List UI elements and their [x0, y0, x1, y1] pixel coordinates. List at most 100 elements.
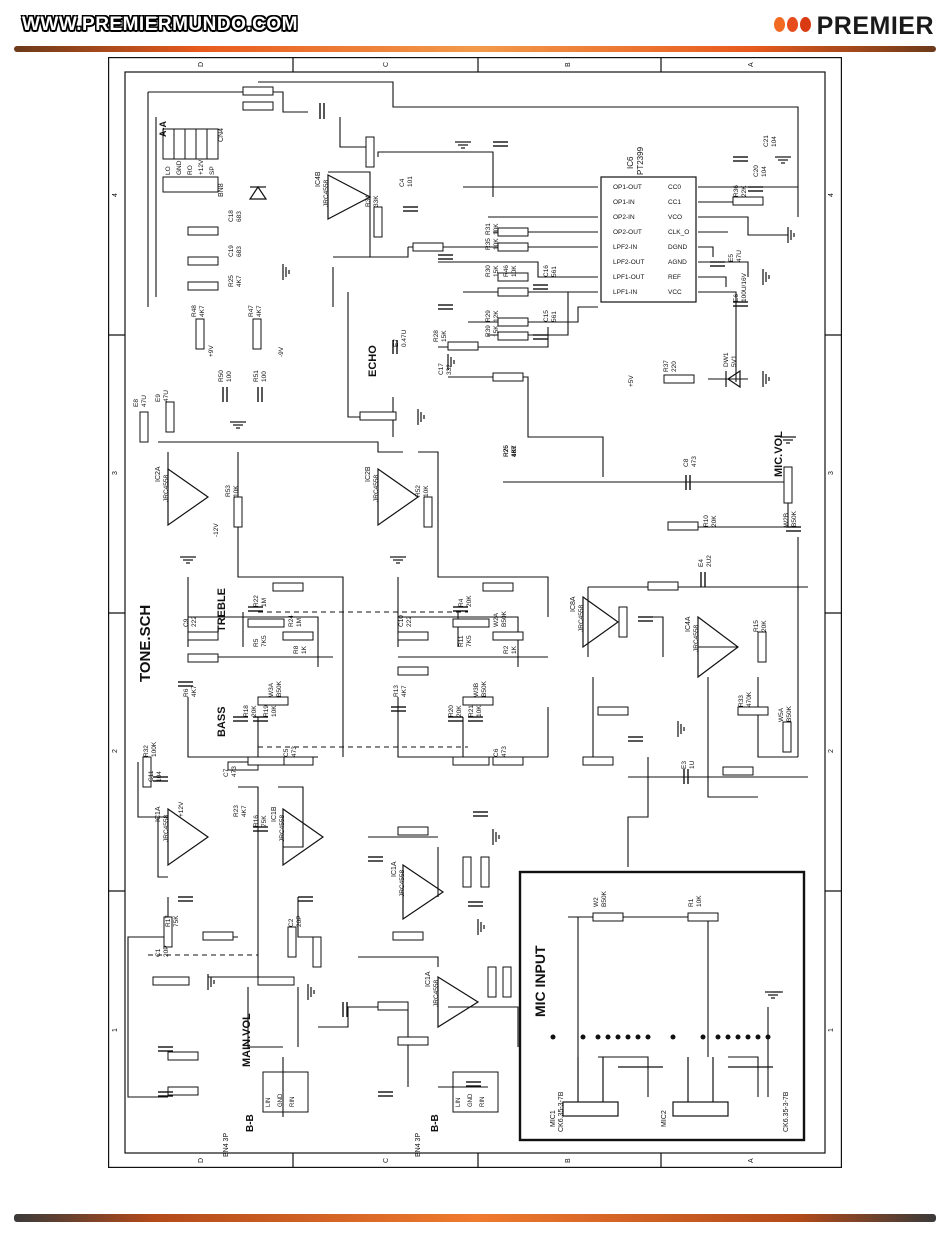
frame-col-label-top: A — [748, 62, 755, 67]
component-ref: R10 — [703, 515, 710, 527]
mic-jack-symbols — [562, 1057, 773, 1117]
schematic-wiring — [127, 81, 808, 1117]
footer-divider-bar — [14, 1214, 936, 1222]
ic6-right-pin-2: CC1 — [668, 199, 681, 206]
ic6-left-pin-1: OP1-OUT — [613, 184, 642, 191]
component-ref: R34 — [365, 195, 372, 207]
opamp-part: JRC4558 — [399, 870, 406, 897]
opamp-name: IC1A — [155, 806, 162, 822]
component-ref: R19 — [263, 705, 270, 717]
component-value: 75K — [261, 815, 268, 827]
component-ref: R11 — [458, 635, 465, 647]
bn8-header — [162, 176, 219, 193]
component-value: 20P — [163, 945, 170, 957]
ic6-right-pin-5: DGND — [668, 244, 687, 251]
ic6-right-pin-8: VCC — [668, 289, 682, 296]
label-bb-right: B-B — [430, 1114, 441, 1132]
frame-col-label-bottom: B — [565, 1158, 572, 1163]
component-value: 4K7 — [401, 685, 408, 697]
opamp-part: JRC4558 — [433, 980, 440, 1007]
bb-right-pin-label: GND — [468, 1093, 474, 1107]
component-value: 473 — [691, 456, 698, 467]
frame-row-label-right: 4 — [828, 193, 835, 197]
component-ref: R6 — [183, 688, 190, 697]
component-ref: R32 — [143, 745, 150, 757]
component-ref: C21 — [763, 135, 770, 147]
rail-label: +12V — [178, 801, 185, 817]
component-value: 20K — [466, 595, 473, 607]
component-value: 470K — [746, 691, 753, 707]
component-ref: W5A — [778, 707, 785, 722]
component-value: 332 — [446, 364, 453, 375]
bb-left-pin-label: LIN — [266, 1098, 272, 1107]
opamp-part: JRC4558 — [578, 605, 585, 632]
component-ref: R31 — [485, 223, 492, 235]
connector-symbols — [162, 128, 499, 1113]
connector-cn4: CN4 — [218, 128, 225, 142]
component-value: 10K — [423, 485, 430, 497]
component-ref: R39 — [485, 325, 492, 337]
component-value: 22K — [741, 185, 748, 197]
connector-mic2: MIC2 — [661, 1110, 668, 1127]
component-value: B50K — [601, 890, 608, 907]
opamp-part: JRC4558 — [693, 625, 700, 652]
label-echo: ECHO — [367, 345, 379, 377]
label-treble: TREBLE — [216, 588, 228, 632]
component-value: 15K — [493, 265, 500, 277]
component-ref: R23 — [233, 805, 240, 817]
ic6-left-pin-7: LPF1-OUT — [613, 274, 644, 281]
component-value: 10K — [233, 485, 240, 497]
opamp-name: IC1A — [391, 861, 398, 877]
opamp-name: IC4B — [315, 171, 322, 187]
cn4-header — [162, 128, 219, 160]
site-url[interactable]: WWW.PREMIERMUNDO.COM — [22, 14, 298, 35]
component-value: 20K — [456, 705, 463, 717]
opamp-name: IC8A — [570, 596, 577, 612]
logo-dots-icon — [773, 16, 813, 37]
component-value: 100K — [151, 741, 158, 757]
ic6-right-pin-6: AGND — [668, 259, 687, 266]
component-ref: R21 — [468, 705, 475, 717]
frame-row-label-right: 3 — [828, 471, 835, 475]
component-value: 561 — [551, 266, 558, 277]
bb-left-pin-label: RIN — [290, 1097, 296, 1107]
component-value: 104 — [156, 771, 163, 782]
component-value: 473 — [231, 766, 238, 777]
component-value: 4K7 — [241, 805, 248, 817]
frame-row-label-right: 1 — [828, 1028, 835, 1032]
cn4-pin-label: RO — [187, 165, 194, 175]
ic6-right-pin-7: REF — [668, 274, 681, 281]
opamp-part: JRC4558 — [279, 815, 286, 842]
rail-label: +5V — [628, 375, 635, 387]
component-ref: C5 — [283, 748, 290, 757]
component-ref: E4 — [698, 559, 705, 567]
component-ref: W2A — [493, 612, 500, 627]
ground-symbols — [180, 141, 796, 1000]
header-divider-bar — [14, 46, 936, 52]
component-ref: R26 — [503, 445, 510, 457]
component-ref: R36 — [733, 185, 740, 197]
component-ref: C7 — [223, 768, 230, 777]
component-ref: R7 — [503, 448, 510, 457]
component-ref: E9 — [155, 394, 162, 402]
component-ref: R8 — [293, 645, 300, 654]
component-ref: R25 — [228, 275, 235, 287]
component-ref: C8 — [683, 458, 690, 467]
component-ref: R18 — [243, 705, 250, 717]
component-value: B50K — [791, 510, 798, 527]
component-ref: C4 — [399, 178, 406, 187]
component-value: 15K — [493, 325, 500, 337]
logo-wordmark: PREMIER — [816, 12, 934, 40]
component-ref: R24 — [288, 615, 295, 627]
component-value: 0.47U — [401, 329, 408, 347]
component-ref: C1 — [155, 948, 162, 957]
sheet-inner-border — [124, 71, 826, 1154]
mic-jack-pins — [550, 1034, 771, 1040]
component-ref: E7 — [393, 339, 400, 347]
label-bass: BASS — [216, 706, 228, 737]
component-ref: C19 — [228, 245, 235, 257]
frame-col-label-top: D — [198, 62, 205, 67]
connector-bn4-right: BN4 3P — [415, 1133, 422, 1157]
opamp-part: JRC4558 — [323, 180, 330, 207]
component-ref: R33 — [738, 695, 745, 707]
